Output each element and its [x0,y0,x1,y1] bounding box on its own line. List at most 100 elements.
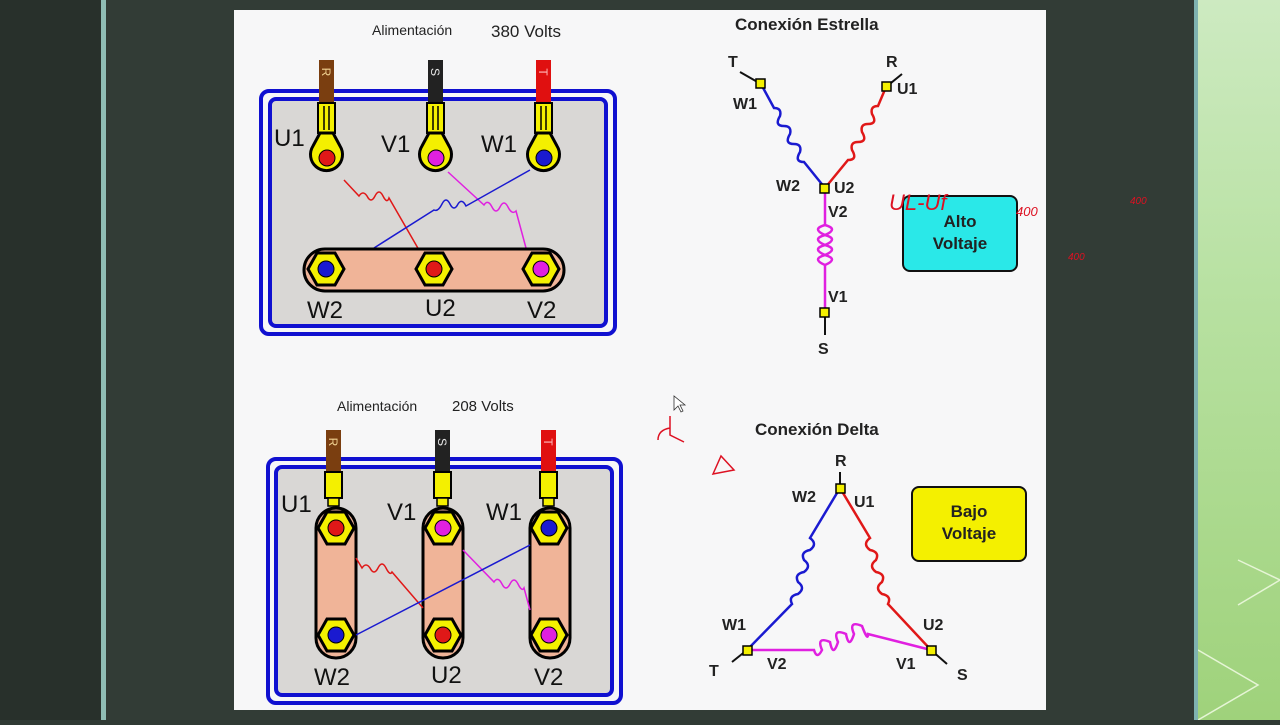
top-label-w2: W2 [307,297,343,324]
top-lug-u1 [309,102,344,173]
bottom-lead-t: T [541,430,556,474]
bottom-nut-v2 [529,617,569,653]
annotation-formula: UL-Uf [889,190,949,215]
top-label-u1: U1 [274,125,305,152]
top-lug-v1 [418,102,453,173]
annotation-note-2: 400 [1130,196,1147,207]
annotation-note-1: 400 [1016,204,1038,219]
right-divider [1194,0,1198,720]
delta-line-r: R [835,453,847,470]
star-label-u1: U1 [897,81,918,98]
delta-label-v2: V2 [767,656,787,673]
svg-text:S: S [435,438,449,446]
handwritten-delta-symbol-icon [711,454,736,476]
star-voltage-badge [902,195,1018,272]
mouse-cursor-icon [673,395,687,413]
top-lead-t: T [536,60,551,104]
bottom-nut-w2 [316,617,356,653]
star-title: Conexión Estrella [735,15,879,34]
star-label-v2: V2 [828,204,848,221]
star-label-w1: W1 [733,96,757,113]
delta-title: Conexión Delta [755,420,879,439]
top-diagram: Alimentación 380 Volts R S T [259,22,617,336]
delta-winding-v [747,623,932,657]
bottom-title-voltage: 208 Volts [452,398,514,415]
handwritten-annotations: UL-Uf 400 [657,190,1038,476]
delta-label-v1: V1 [896,656,916,673]
top-label-u2: U2 [425,295,456,322]
delta-label-w1: W1 [722,617,746,634]
top-winding-u [343,179,420,251]
star-badge-line2: Voltaje [933,234,987,253]
bottom-lug-u1 [324,471,343,507]
top-title-label: Alimentación [372,22,452,38]
bottom-diagram: Alimentación 208 Volts R S T [266,398,623,705]
top-lead-s: S [428,60,443,104]
bottom-winding-v [462,549,531,611]
star-node-u1 [881,81,892,92]
top-winding-v [447,171,527,249]
svg-text:T: T [541,438,555,446]
slide: Alimentación 380 Volts R S T [234,10,1046,710]
delta-badge-line1: Bajo [951,502,988,521]
delta-node-t [742,645,753,656]
delta-badge-line2: Voltaje [942,524,996,543]
right-decoration-panel [1197,0,1280,721]
bottom-winding-u [355,557,424,609]
star-node-v1 [819,307,830,318]
bottom-label-w2: W2 [314,664,350,691]
delta-line-s: S [957,667,968,684]
top-label-v1: V1 [381,131,410,158]
bottom-lead-s: S [435,430,450,474]
star-winding-w [759,83,826,189]
left-panel [0,0,101,720]
top-nut-u2 [414,251,454,287]
bottom-nut-u2 [423,617,463,653]
star-winding-v [816,188,829,313]
delta-node-s [926,645,937,656]
star-winding-u [824,86,888,189]
bottom-lead-r: R [326,430,341,474]
svg-text:R: R [319,68,333,77]
star-label-v1: V1 [828,289,848,306]
motor-wiring-diagram: Alimentación 380 Volts R S T [259,15,1038,705]
star-connection: Conexión Estrella T R S W1 U1 W2 U2 V2 V… [728,15,1018,358]
top-nut-w2 [306,251,346,287]
star-badge-line1: Alto [943,212,976,231]
annotation-note-3: 400 [1068,252,1085,263]
bottom-nut-u1 [316,510,356,546]
top-title-voltage: 380 Volts [491,22,561,41]
bottom-lug-v1 [433,471,452,507]
star-node-center [819,183,830,194]
svg-text:T: T [536,68,550,76]
svg-text:S: S [428,68,442,76]
handwritten-star-symbol-icon [657,416,685,443]
star-node-w1 [755,78,766,89]
bottom-nut-v1 [423,510,463,546]
delta-label-w2: W2 [792,489,816,506]
bottom-label-u1: U1 [281,491,312,518]
top-label-w1: W1 [481,131,517,158]
star-line-t: T [728,54,738,71]
top-label-v2: V2 [527,297,556,324]
delta-label-u1: U1 [854,494,875,511]
delta-node-r [835,483,846,494]
star-label-w2: W2 [776,178,800,195]
delta-line-t: T [709,663,719,680]
bottom-label-v2: V2 [534,664,563,691]
delta-winding-u [838,487,932,651]
bottom-label-v1: V1 [387,499,416,526]
top-nut-v2 [521,251,561,287]
top-lead-r: R [319,60,334,104]
star-label-u2: U2 [834,180,855,197]
chevron-decoration-icon [1197,559,1280,721]
delta-voltage-badge [911,486,1027,562]
top-winding-w [373,169,531,249]
bottom-winding-w [355,544,531,636]
svg-text:R: R [326,438,340,447]
star-line-s: S [818,341,829,358]
bottom-nut-w1 [529,510,569,546]
bottom-title-label: Alimentación [337,398,417,414]
star-line-r: R [886,54,898,71]
delta-winding-w [746,487,842,651]
